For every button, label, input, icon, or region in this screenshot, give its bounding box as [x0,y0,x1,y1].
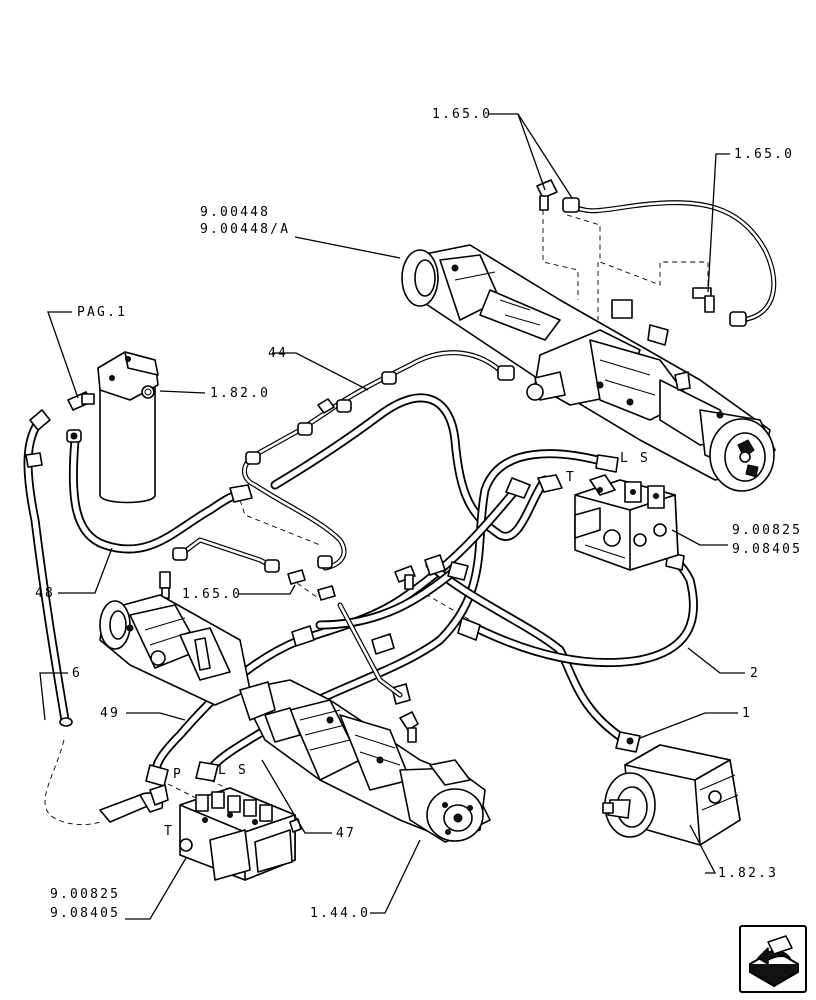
callout-9-00448: 9.00448 [200,205,270,220]
callout-pag-1: PAG.1 [77,305,127,320]
filter-hose-48 [66,429,253,554]
return-hose-6 [23,409,73,727]
callout-9-08405-left: 9.08405 [50,906,120,921]
callout-47: 47 [336,826,356,841]
control-valve-bank [99,784,302,881]
callout-9-00825-right: 9.00825 [732,523,802,538]
callout-1-65-0-mid: 1.65.0 [182,587,242,602]
port-t-bottom: T [164,824,174,839]
priority-valve-top [574,474,679,571]
port-p-bottom: P [173,767,183,782]
rear-axle-right [239,679,491,843]
gear-pump [602,744,741,846]
next-page-arrow-icon[interactable] [739,925,807,993]
oil-filter [67,351,159,504]
callout-labels: 1.65.0 1.65.0 9.00448 9.00448/A PAG.1 1.… [35,107,802,921]
callout-48: 48 [35,586,55,601]
callout-9-08405-right: 9.08405 [732,542,802,557]
front-axle-pipe [562,197,777,327]
steel-pipe-44 [159,350,515,599]
callout-1-82-3: 1.82.3 [718,866,778,881]
leader-lines [39,113,745,920]
port-ls-top: L S [620,451,650,466]
callout-1-65-0-top: 1.65.0 [432,107,492,122]
port-ls-bottom: L S [218,763,248,778]
front-axle-assembly [401,244,776,492]
callout-1-65-0-right: 1.65.0 [734,147,794,162]
port-labels: L S T P L S T [164,451,650,839]
callout-9-00448-a: 9.00448/A [200,222,290,237]
callout-1-44-0: 1.44.0 [310,906,370,921]
port-t-top: T [566,470,576,485]
callout-1: 1 [742,706,752,721]
callout-1-82-0: 1.82.0 [210,386,270,401]
tee-fitting-front [536,179,715,313]
central-hose-bundle [145,393,698,787]
callout-9-00825-left: 9.00825 [50,887,120,902]
callout-44: 44 [268,346,288,361]
callout-6: 6 [72,666,82,681]
rear-axle-left [99,594,251,706]
callout-49: 49 [100,706,120,721]
callout-2: 2 [750,666,760,681]
